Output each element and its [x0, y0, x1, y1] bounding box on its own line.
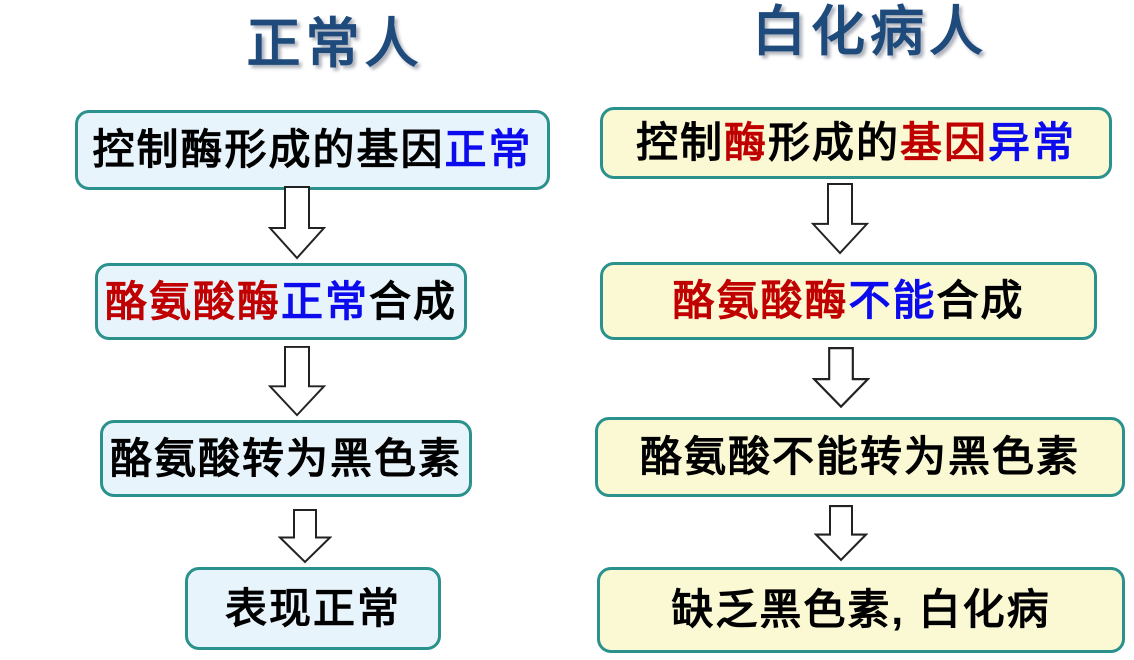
down-arrow-icon — [278, 509, 332, 564]
text-segment: 形成的 — [767, 119, 900, 166]
text-segment: 异常 — [988, 119, 1077, 166]
text-segment: 合成 — [369, 277, 458, 325]
down-arrow-icon — [268, 346, 326, 417]
text-segment: 酪氨酸酶 — [104, 277, 281, 325]
text-segment: 表现正常 — [224, 584, 401, 632]
down-arrow-icon — [814, 505, 868, 562]
down-arrow-icon — [268, 186, 326, 260]
text-segment: 正常 — [444, 126, 533, 173]
text-segment: 缺乏黑色素, 白化病 — [671, 586, 1051, 633]
text-segment: 酪氨酸酶 — [672, 277, 849, 324]
down-arrow-icon — [812, 347, 870, 409]
flow-box-albino-gene: 控制酶形成的基因异常 — [600, 107, 1112, 179]
flow-box-normal-gene: 控制酶形成的基因正常 — [75, 110, 550, 190]
column-title-normal: 正常人 — [246, 11, 424, 75]
flow-box-normal-enzyme: 酪氨酸酶正常合成 — [95, 263, 467, 340]
text-segment: 不能 — [848, 277, 937, 324]
text-segment: 基因 — [900, 119, 989, 166]
text-segment: 正常 — [280, 277, 369, 325]
text-segment: 控制酶形成的基因 — [92, 126, 445, 173]
flow-box-normal-result: 表现正常 — [185, 567, 441, 650]
flow-box-normal-melanin: 酪氨酸转为黑色素 — [100, 420, 472, 497]
text-segment: 酪氨酸不能转为黑色素 — [639, 433, 1080, 480]
column-title-albino: 白化病人 — [752, 0, 988, 63]
flow-box-albino-melanin: 酪氨酸不能转为黑色素 — [595, 417, 1125, 497]
text-segment: 控制 — [635, 119, 724, 166]
flow-box-albino-result: 缺乏黑色素, 白化病 — [597, 567, 1125, 653]
text-segment: 合成 — [936, 277, 1025, 324]
down-arrow-icon — [811, 183, 869, 255]
text-segment: 酶 — [723, 119, 768, 166]
text-segment: 酪氨酸转为黑色素 — [109, 434, 462, 482]
flow-box-albino-enzyme: 酪氨酸酶不能合成 — [600, 262, 1097, 340]
